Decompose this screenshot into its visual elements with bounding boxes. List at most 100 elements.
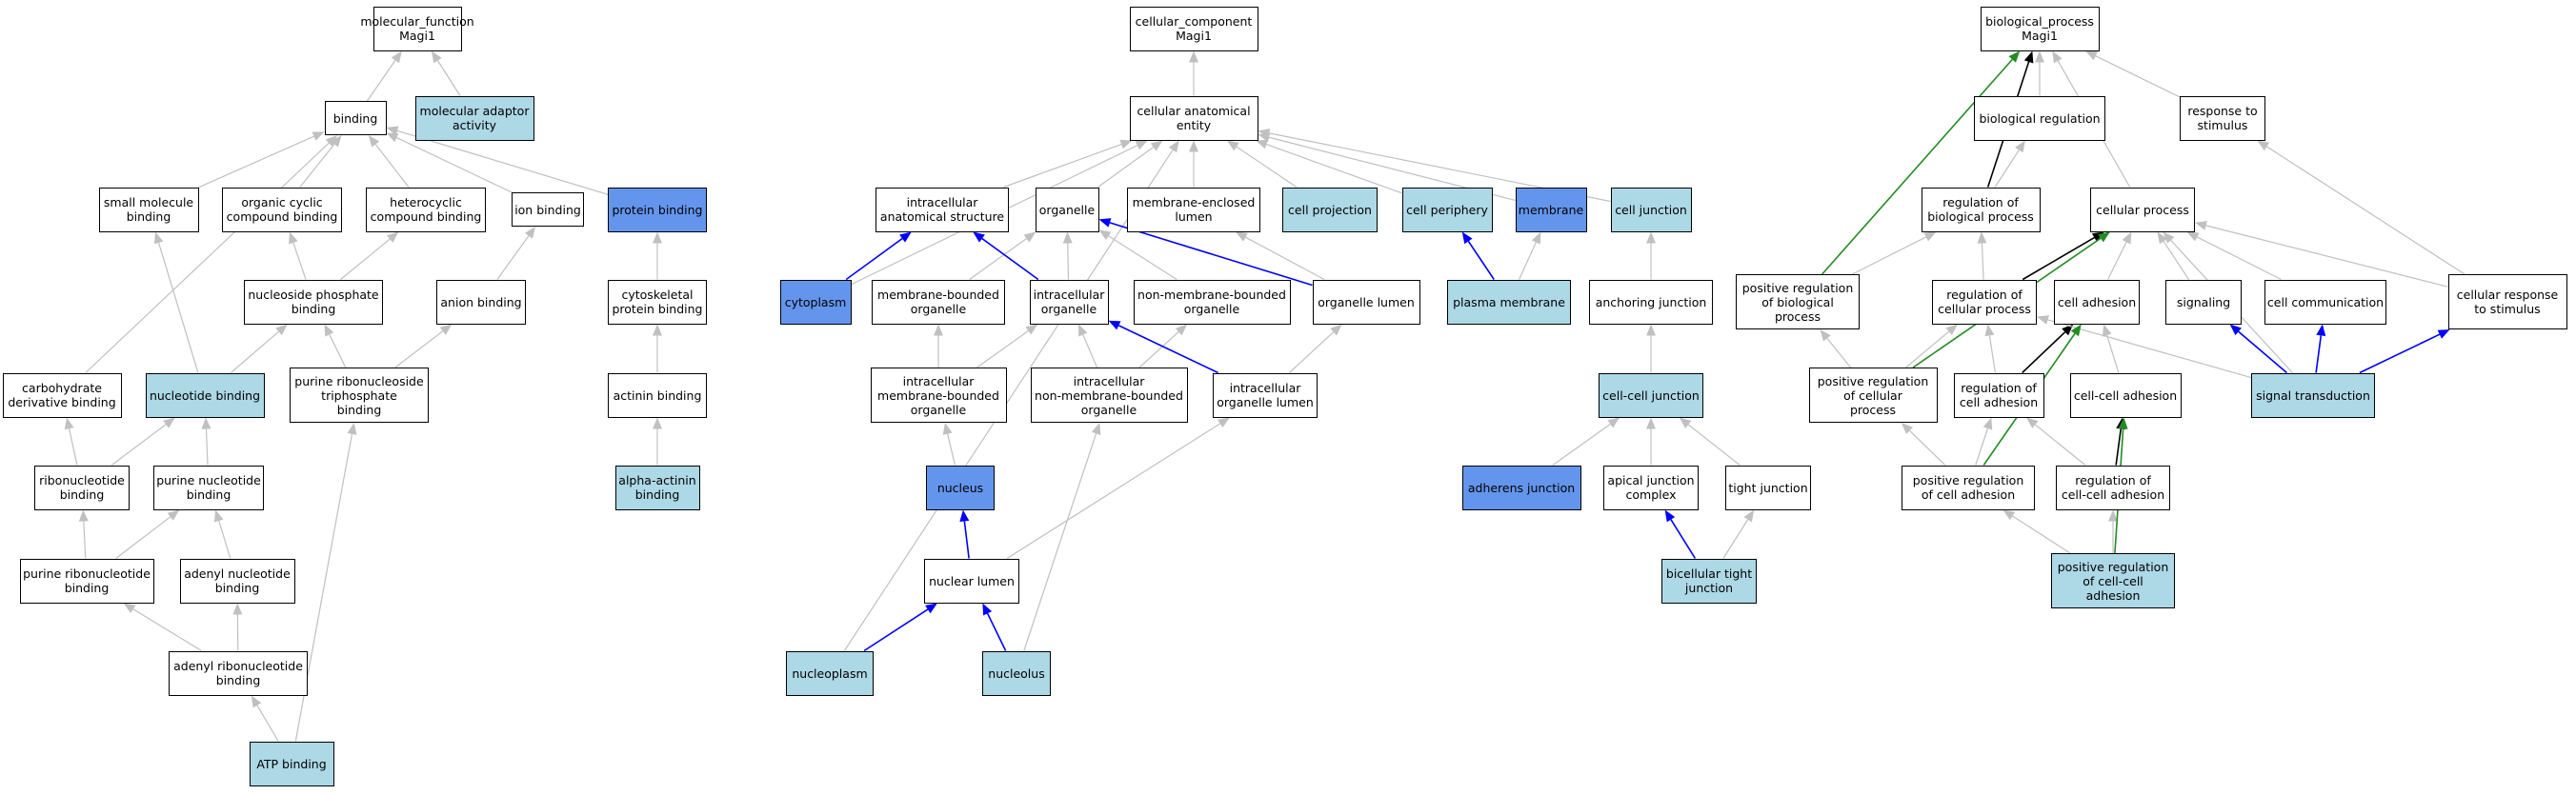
edge-nucleoplasm-to-nuc_lumen [863, 608, 929, 652]
arrowhead-nmbo-to-organelle [1098, 229, 1112, 241]
go-term-ion-binding: ion binding [512, 192, 584, 227]
go-term-label: of cellular [1843, 388, 1902, 403]
go-term-label: anion binding [440, 294, 522, 309]
edge-nucleotide-to-nuc_phos [230, 330, 279, 373]
go-term-label: cell adhesion [2057, 294, 2137, 309]
go-term-label: ATP binding [256, 756, 327, 771]
go-term-label: stimulus [2197, 118, 2248, 132]
arrowhead-cytoskel-to-protein_binding [653, 231, 662, 244]
arrowhead-nuc_lumen-to-iol [1218, 417, 1230, 428]
go-term-label: adherens junction [1467, 480, 1576, 495]
go-term-label: purine nucleotide [156, 473, 261, 487]
arrowhead-hetero-to-binding [368, 135, 380, 148]
edge-ion_binding-to-binding [396, 137, 513, 193]
edge-ribonuc-to-carb [69, 428, 78, 466]
go-term-adherens: adherens junction [1461, 465, 1581, 510]
edge-reg_cca-to-cca [2115, 428, 2123, 466]
go-term-label: derivative binding [8, 395, 116, 409]
arrowhead-cell_resp-to-cell_proc [2195, 221, 2207, 230]
go-term-label: ion binding [514, 202, 581, 217]
go-term-label: adenyl ribonucleotide [173, 659, 303, 673]
go-term-label: intracellular [1033, 288, 1105, 302]
arrowhead-org_lumen-to-mel [1235, 231, 1248, 242]
arrowhead-plasma-to-cell_peri [1461, 231, 1473, 245]
go-term-label: carbohydrate [22, 381, 102, 395]
arrowhead-sig_trans-to-cell_comm [2316, 324, 2326, 337]
go-term-label: molecular adaptor [419, 104, 530, 118]
go-term-label: non-membrane-bounded [1137, 288, 1286, 302]
arrowhead-inmbo-to-io [1078, 324, 1088, 337]
go-term-label: plasma membrane [1453, 294, 1565, 309]
go-term-label: molecular_function [360, 14, 474, 29]
arrowhead-pos_reg_cp-to-pos_reg_bp [1820, 329, 1831, 342]
arrowhead-pos_reg_cp-to-cell_proc [2098, 231, 2110, 243]
go-term-label: positive regulation [1741, 280, 1854, 295]
arrowhead-sig_trans-to-reg_cp [2037, 315, 2049, 325]
edge-inmbo-to-nmbo [1138, 331, 1179, 368]
go-term-label: signaling [2176, 294, 2231, 309]
arrowhead-anch-to-cell_junc [1646, 231, 1656, 244]
edge-organelle-to-cae [1097, 147, 1155, 188]
go-term-label: organelle lumen [1318, 294, 1415, 309]
edge-ias-to-cae [1003, 144, 1122, 189]
go-term-label: alpha-actinin [618, 473, 696, 487]
go-term-label: positive regulation [1912, 473, 2024, 487]
go-term-actinin: actinin binding [608, 372, 707, 418]
go-term-label: binding [332, 110, 378, 126]
go-term-label: of biological [1761, 294, 1834, 309]
arrowhead-imbo-to-io [1025, 324, 1038, 335]
go-term-label: triphosphate [321, 388, 397, 403]
go-term-label: signal transduction [2256, 388, 2370, 403]
edge-protein_binding-to-binding [396, 129, 609, 195]
go-term-label: intracellular [1229, 381, 1301, 395]
edge-mbo-to-organelle [969, 238, 1027, 280]
arrowhead-apical-to-ccj [1646, 417, 1656, 429]
arrowhead-cell_peri-to-cae [1256, 139, 1269, 149]
go-term-label: Magi1 [1176, 29, 1212, 43]
go-term-label: complex [1625, 487, 1677, 502]
edge-signaling-to-cell_proc [2163, 241, 2189, 280]
go-term-bio-reg: biological regulation [1974, 95, 2105, 141]
go-term-label: anchoring junction [1595, 294, 1707, 309]
arrowhead-pos_reg_ca-to-reg_ca [1982, 417, 1993, 430]
go-term-label: heterocyclic [390, 195, 462, 209]
go-term-nucleus: nucleus [926, 465, 995, 510]
arrowhead-ribonuc-to-carb [64, 417, 74, 430]
arrowhead-iol-to-org_lumen [1330, 324, 1342, 336]
go-term-label: lumen [1175, 209, 1213, 224]
go-term-label: regulation of [2075, 473, 2151, 487]
edge-io-to-organelle [1067, 243, 1070, 280]
go-term-label: biological_process [1985, 14, 2094, 29]
go-term-label: binding [336, 402, 382, 417]
edge-carb-to-binding [85, 142, 330, 373]
arrowhead-nuc_phos-to-org_cyclic [289, 231, 298, 245]
go-term-label: anatomical structure [879, 209, 1005, 224]
go-term-label: membrane-bounded [877, 388, 999, 403]
edge-reg_cp-to-reg_bp [1981, 243, 1984, 280]
go-term-label: compound binding [370, 209, 482, 224]
go-term-label: compound binding [226, 209, 338, 224]
go-term-label: binding [634, 487, 680, 502]
arrowhead-io-to-organelle [1062, 231, 1073, 244]
go-term-plasma: plasma membrane [1447, 279, 1571, 325]
go-term-label: membrane [1518, 202, 1584, 217]
arrowhead-ccj-to-anch [1646, 324, 1656, 336]
arrowhead-mel-to-cae [1189, 140, 1198, 152]
arrowhead-purine_ribo-to-ribonuc [78, 509, 89, 522]
edge-purine_ribo-to-ribonuc [83, 521, 87, 559]
go-term-label: organelle [1183, 302, 1240, 316]
arrowhead-cytoplasm-to-cae [1135, 140, 1148, 150]
go-term-label: cell periphery [1406, 202, 1488, 217]
